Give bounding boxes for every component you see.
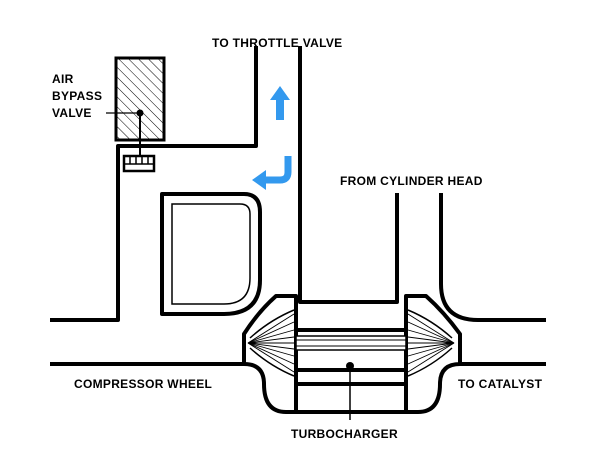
to-throttle-valve-label: TO THROTTLE VALVE [212, 36, 342, 50]
arrow-turn-left-icon [252, 156, 292, 190]
air-bypass-label-line1: AIR [52, 72, 74, 86]
intake-piping [50, 46, 399, 366]
to-catalyst-label: TO CATALYST [458, 377, 543, 391]
air-bypass-valve [106, 56, 166, 173]
arrow-up-icon [270, 86, 290, 120]
turbocharger-label: TURBOCHARGER [291, 427, 398, 441]
from-cylinder-head-label: FROM CYLINDER HEAD [340, 174, 483, 188]
air-bypass-label-line3: VALVE [52, 106, 92, 120]
exhaust-piping [439, 193, 546, 366]
turbine-wheel [407, 309, 455, 377]
air-bypass-label-line2: BYPASS [52, 89, 102, 103]
turbocharger [242, 294, 462, 420]
compressor-wheel [247, 309, 295, 377]
compressor-wheel-label: COMPRESSOR WHEEL [74, 377, 212, 391]
chamber-box [160, 192, 262, 316]
